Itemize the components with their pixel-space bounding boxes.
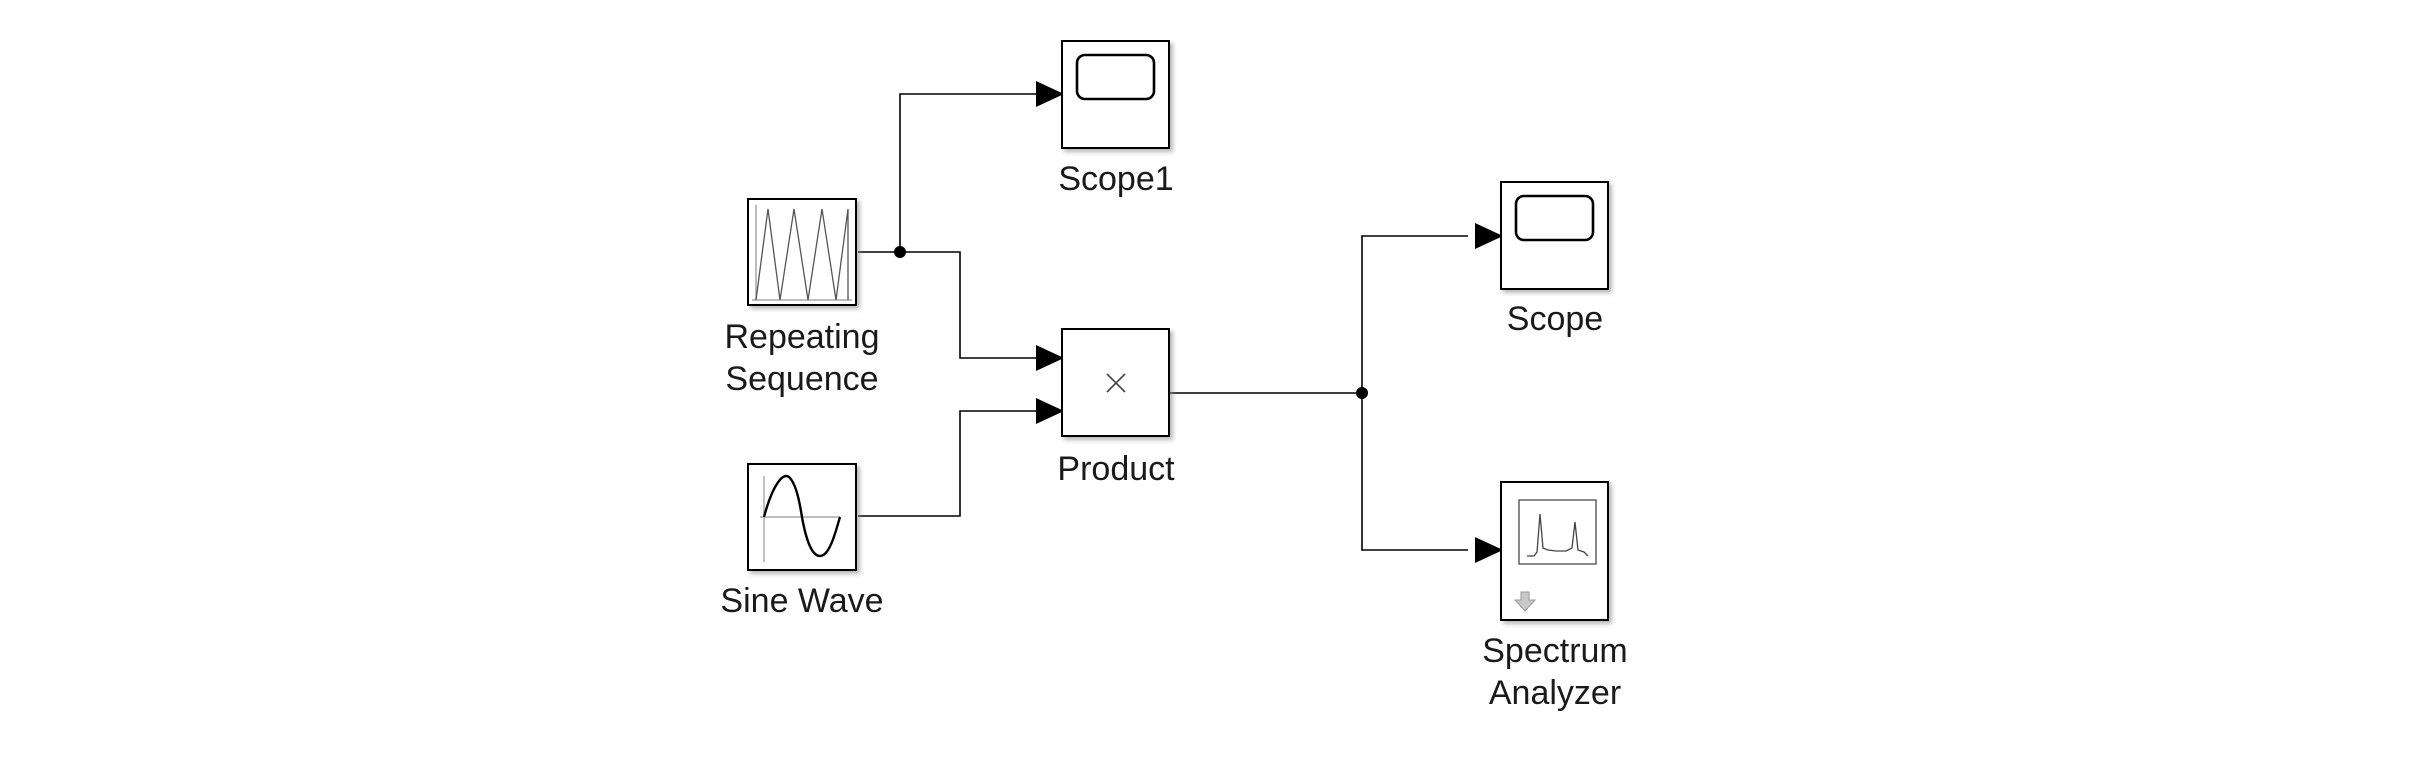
sine-wave-label: Sine Wave: [720, 582, 884, 620]
spectrum-analyzer-label-line2: Analyzer: [1488, 674, 1622, 712]
arrowhead-product-in2: [1036, 398, 1064, 424]
scope-screen-icon: [1514, 194, 1595, 242]
spectrum-analyzer-label-line1: Spectrum: [1482, 632, 1628, 670]
scope-block[interactable]: [1500, 181, 1609, 290]
arrowhead-scope1: [1036, 81, 1064, 107]
line-branch-to-spectrum[interactable]: [1361, 393, 1468, 551]
spectrum-analyzer-label: Spectrum Analyzer: [1482, 630, 1628, 714]
scope1-label: Scope1: [1058, 160, 1174, 198]
sine-wave-block[interactable]: [747, 463, 857, 571]
signal-lines: [858, 93, 1468, 551]
line-sine-to-product-in2[interactable]: [858, 410, 1040, 517]
spectrum-plot-icon: [1518, 499, 1597, 565]
sine-wave-icon: [760, 474, 842, 562]
scope-screen-icon: [1075, 53, 1156, 101]
repeating-sequence-block[interactable]: [747, 198, 857, 306]
arrowhead-product-in1: [1036, 345, 1064, 371]
repeating-sequence-label-line2: Sequence: [725, 360, 879, 398]
arrowheads: [1036, 81, 1503, 563]
sawtooth-wave-icon: [752, 205, 852, 301]
repeating-sequence-label-line1: Repeating: [724, 318, 880, 356]
down-arrow-icon: [1513, 591, 1537, 612]
product-label: Product: [1057, 450, 1175, 488]
scope-label: Scope: [1506, 300, 1604, 338]
arrowhead-spectrum: [1475, 537, 1503, 563]
multiply-icon: [1106, 373, 1126, 393]
repeating-sequence-label: Repeating Sequence: [724, 316, 879, 400]
scope1-block[interactable]: [1061, 40, 1170, 149]
product-block[interactable]: [1061, 328, 1170, 437]
line-repseq-to-product-in1[interactable]: [900, 251, 1040, 359]
line-branch-to-scope[interactable]: [1361, 235, 1468, 393]
branch-point-product: [1356, 387, 1368, 399]
line-repseq-to-scope1[interactable]: [858, 93, 1040, 253]
spectrum-analyzer-block[interactable]: [1500, 481, 1609, 621]
arrowhead-scope: [1475, 223, 1503, 249]
branch-point-repseq: [894, 246, 906, 258]
